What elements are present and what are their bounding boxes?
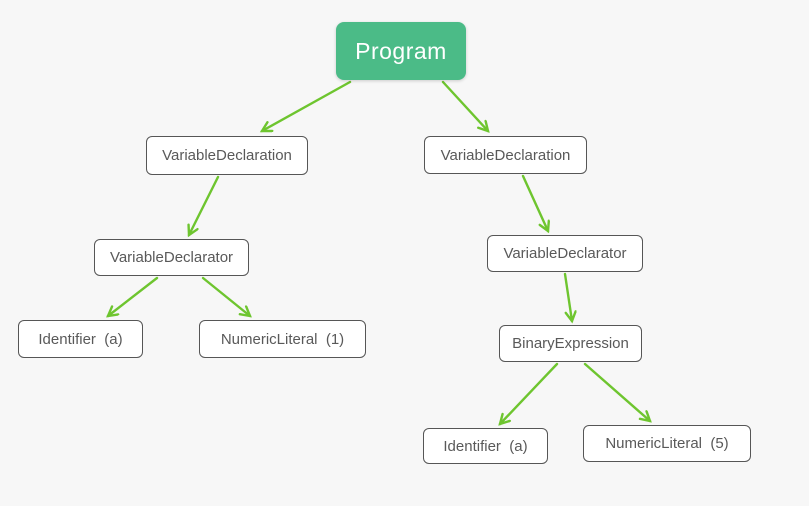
node-label: VariableDeclaration: [440, 146, 571, 164]
node-program: Program: [336, 22, 466, 80]
edge-variable-declaration-left-to-variable-declarator-left: [189, 175, 220, 235]
node-label: VariableDeclarator: [503, 245, 627, 262]
node-label: Identifier (a): [38, 330, 123, 348]
node-label: VariableDeclarator: [109, 249, 234, 266]
node-label: NumericLiteral (1): [220, 330, 345, 348]
edge-program-to-variable-declaration-right: [441, 80, 488, 131]
node-identifier-right: Identifier (a): [423, 428, 548, 464]
node-label: Program: [355, 37, 447, 64]
edge-program-to-variable-declaration-left: [262, 80, 352, 131]
edge-binary-expression-to-numeric-literal-5: [583, 362, 650, 421]
edge-binary-expression-to-identifier-right: [500, 362, 559, 424]
node-label: Identifier (a): [443, 437, 528, 455]
edge-variable-declarator-left-to-identifier-left: [108, 276, 159, 316]
edge-variable-declaration-right-to-variable-declarator-right: [521, 174, 548, 231]
node-label: VariableDeclaration: [162, 147, 292, 164]
node-label: BinaryExpression: [512, 335, 629, 352]
node-variable-declarator-right: VariableDeclarator: [487, 235, 643, 272]
node-variable-declarator-left: VariableDeclarator: [94, 239, 249, 276]
node-label: NumericLiteral (5): [605, 435, 729, 452]
node-binary-expression: BinaryExpression: [499, 325, 642, 362]
node-numeric-literal-1: NumericLiteral (1): [199, 320, 366, 358]
edge-variable-declarator-left-to-numeric-literal-1: [201, 276, 250, 316]
edge-variable-declarator-right-to-binary-expression: [563, 272, 572, 321]
node-variable-declaration-left: VariableDeclaration: [146, 136, 308, 175]
node-identifier-left: Identifier (a): [18, 320, 143, 358]
node-variable-declaration-right: VariableDeclaration: [424, 136, 587, 174]
node-numeric-literal-5: NumericLiteral (5): [583, 425, 751, 462]
